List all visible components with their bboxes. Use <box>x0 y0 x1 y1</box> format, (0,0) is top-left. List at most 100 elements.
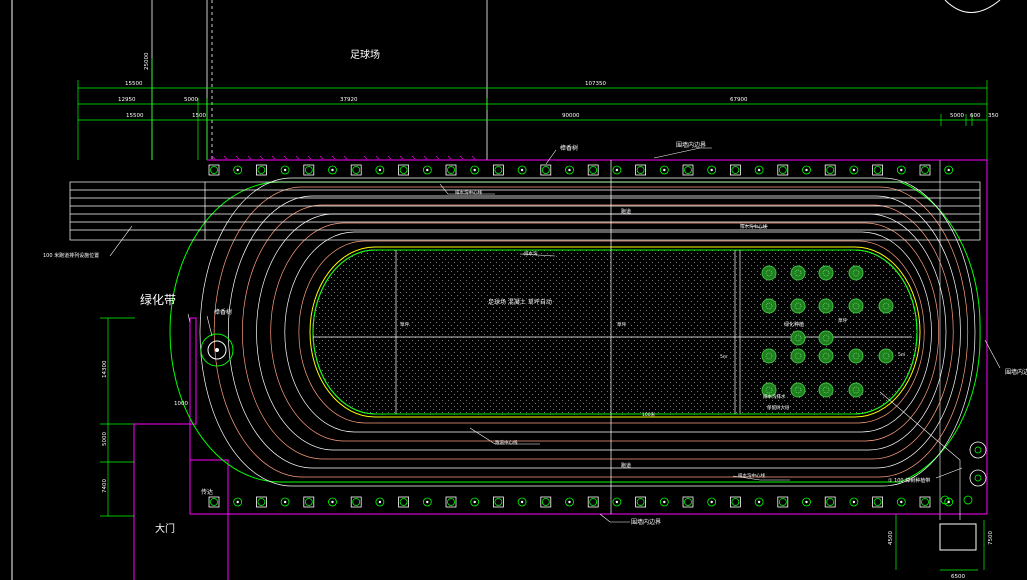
tree-icon <box>761 382 777 398</box>
tree-icon <box>492 164 504 176</box>
tree-icon <box>615 168 619 172</box>
tree-icon <box>947 168 950 172</box>
tree-icon <box>565 165 574 175</box>
tree-icon <box>663 500 666 504</box>
tree-icon <box>352 498 361 506</box>
tree-icon <box>852 386 860 394</box>
tree-icon <box>848 382 864 398</box>
tree-icon <box>303 164 315 176</box>
small-label-8: 草坪 <box>838 317 847 324</box>
tree-icon <box>257 166 266 174</box>
tree-icon <box>878 348 894 364</box>
tree-row-top <box>208 164 954 176</box>
tree-icon <box>426 500 429 504</box>
tree-icon <box>494 498 503 506</box>
tree-icon <box>873 166 882 174</box>
football-field <box>312 160 918 514</box>
dim-1000: 1000 <box>174 401 188 407</box>
tree-icon <box>969 441 987 459</box>
tree-icon <box>375 165 385 175</box>
tree-icon <box>659 165 669 175</box>
tree-icon <box>822 386 830 394</box>
track-curb <box>309 246 921 418</box>
tree-icon <box>255 496 267 508</box>
tree-icon <box>794 334 802 342</box>
tree-icon <box>947 500 950 504</box>
tree-icon <box>612 165 622 175</box>
track-lane <box>256 213 947 451</box>
tree-icon <box>822 269 830 277</box>
dim-5000b: 5000 <box>950 113 964 119</box>
tree-icon <box>969 469 987 487</box>
tree-icon <box>378 500 382 504</box>
track-lane <box>227 195 961 469</box>
tree-icon <box>852 500 856 504</box>
dim-12950: 12950 <box>118 97 136 103</box>
tree-icon <box>822 334 830 342</box>
tree-icon <box>878 298 894 314</box>
tree-icon <box>818 265 834 281</box>
tree-icon <box>422 165 432 175</box>
tree-icon <box>615 500 619 504</box>
tree-icon <box>684 498 692 506</box>
dim-5000a: 5000 <box>184 97 198 103</box>
tree-icon <box>399 498 408 506</box>
tree-icon <box>541 498 550 506</box>
dim-37920: 37920 <box>340 97 358 103</box>
dim-6500: 6500 <box>951 574 965 580</box>
tree-icon <box>778 498 787 506</box>
tree-icon <box>208 164 220 176</box>
tree-icon <box>805 500 808 504</box>
tree-icon <box>447 166 455 174</box>
tree-icon <box>350 496 362 508</box>
tree-icon <box>790 348 806 364</box>
tree-icon <box>974 474 982 482</box>
tree-icon <box>848 265 864 281</box>
tree-icon <box>517 497 527 507</box>
tree-icon <box>761 298 777 314</box>
track-lane <box>284 231 932 433</box>
tree-icon <box>824 496 836 508</box>
tree-icon <box>794 352 802 360</box>
tree-icon <box>921 166 929 174</box>
tree-icon <box>378 168 382 172</box>
tree-icon <box>974 446 982 454</box>
tree-icon <box>494 166 503 174</box>
tree-icon <box>233 497 243 507</box>
track-bottom-label: 跑道 <box>621 462 631 469</box>
dimension-text: 107350 15500 12950 5000 37920 67900 1550… <box>102 52 999 580</box>
small-label-9: 100米 <box>642 411 656 418</box>
tree-icon <box>921 498 929 506</box>
tree-icon <box>778 166 787 174</box>
tree-icon <box>849 497 859 507</box>
leader-lines <box>109 147 1001 523</box>
tree-icon <box>589 498 598 506</box>
tree-icon <box>540 164 552 176</box>
small-label-2: 跑道中心线 <box>495 439 518 446</box>
tree-icon <box>900 168 903 172</box>
track-lane <box>270 222 940 442</box>
tree-icon <box>790 382 806 398</box>
tree-icon <box>398 496 410 508</box>
tree-icon <box>848 298 864 314</box>
tree-icon <box>422 497 432 507</box>
tree-icon <box>872 164 883 176</box>
tree-icon <box>757 500 761 504</box>
tree-icon <box>822 302 830 310</box>
main-gate-label: 大门 <box>155 522 175 535</box>
tree-icon <box>761 265 777 281</box>
tree-icon <box>896 497 906 507</box>
tree-icon <box>398 164 410 176</box>
tree-icon <box>473 168 476 172</box>
tree-icon <box>731 166 740 174</box>
tree-icon <box>236 168 239 172</box>
tree-icon <box>280 497 290 507</box>
dim-25000: 25000 <box>144 52 150 70</box>
tree-icon <box>663 168 666 172</box>
tree-icon <box>754 497 764 507</box>
tree-icon <box>233 165 243 175</box>
small-label-11: 5m <box>720 354 727 360</box>
dim-5000c: 5000 <box>102 432 108 446</box>
tree-icon <box>375 497 385 507</box>
pine-tree-label: 樟香树 <box>214 308 232 316</box>
